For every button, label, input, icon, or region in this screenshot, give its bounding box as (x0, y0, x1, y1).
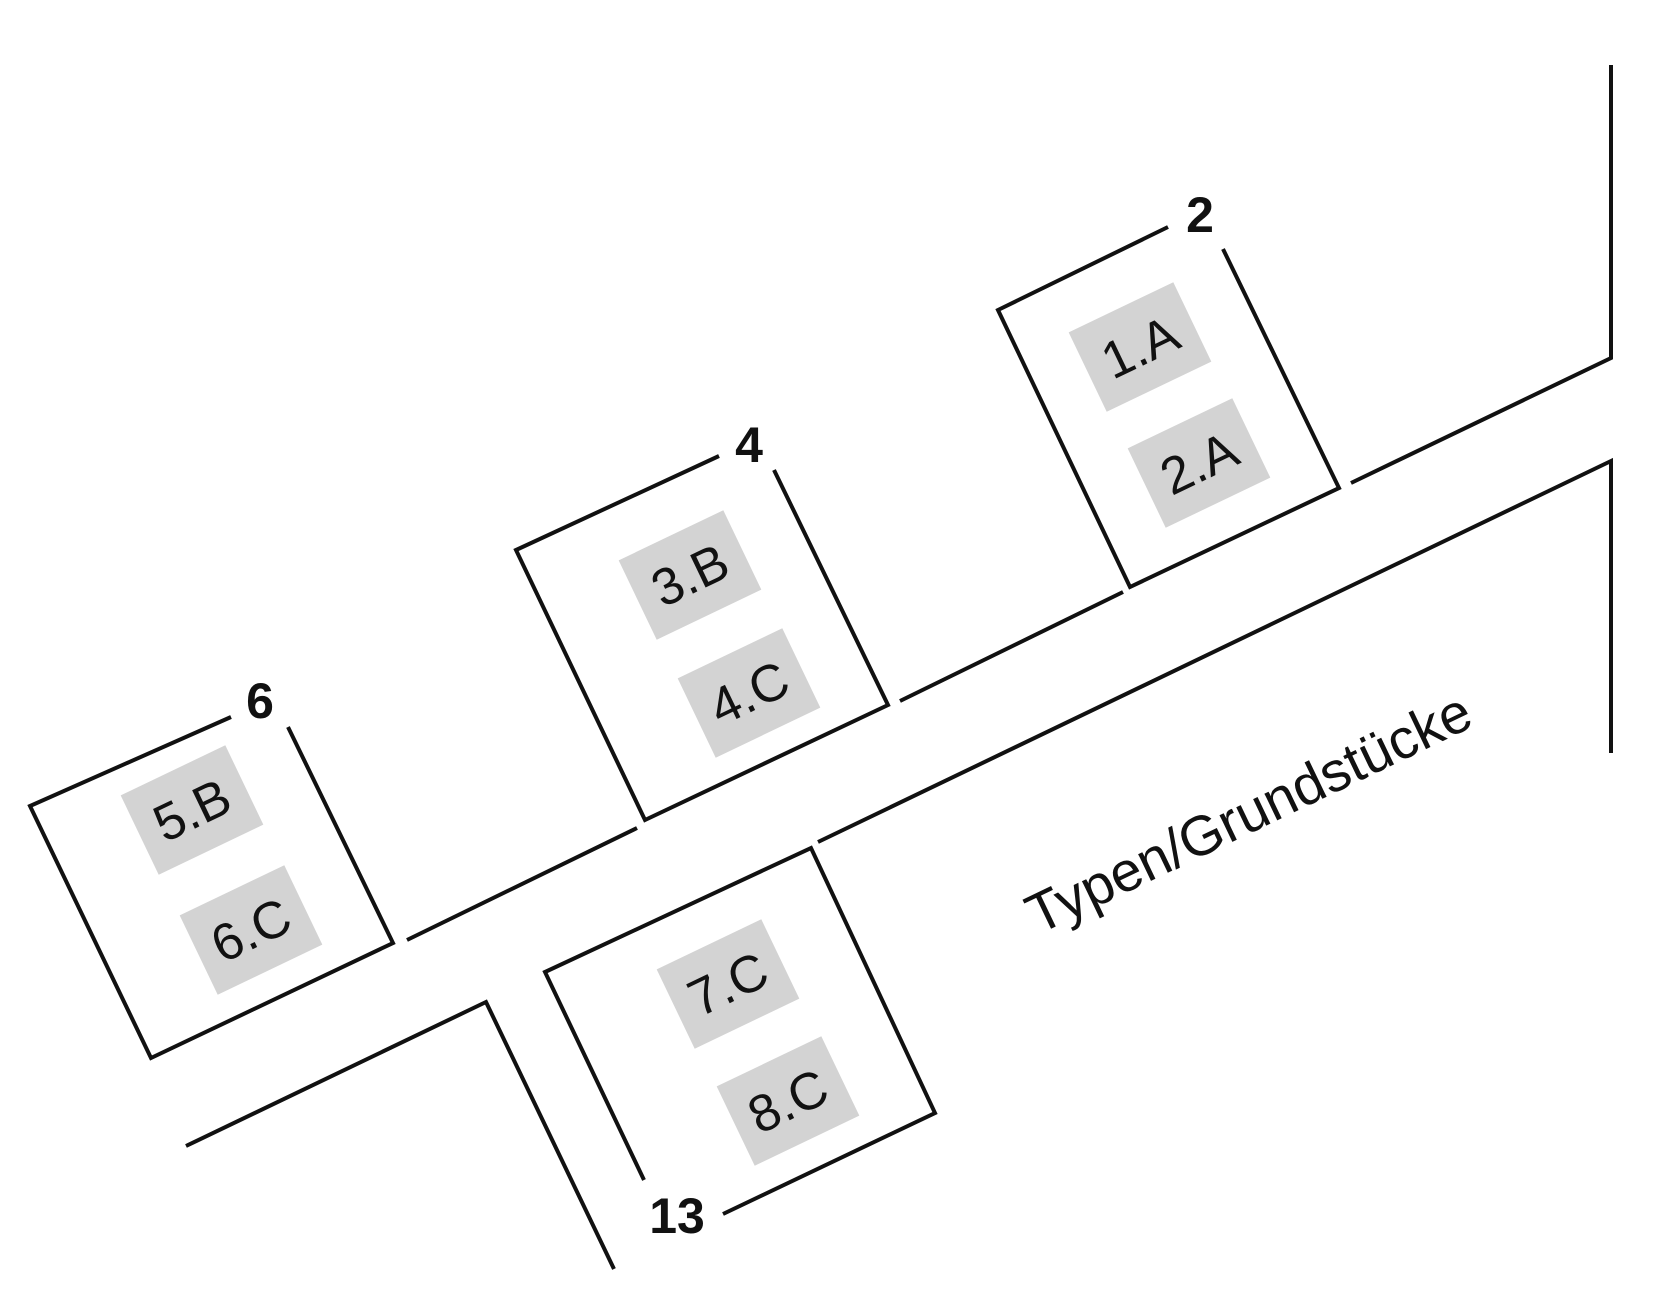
road-edge-north-segment (406, 826, 638, 942)
plot-number: 2 (1186, 187, 1214, 243)
unit-label-bg (716, 1036, 860, 1166)
unit-label-bg (120, 745, 264, 875)
plot-4: 4 3.B 4.C (513, 417, 891, 823)
road-edge-north-segment (899, 590, 1124, 703)
plot-outline (513, 454, 891, 823)
plot-13: 13 7.C 8.C (542, 845, 938, 1244)
unit-label-bg (179, 865, 323, 995)
plot-outline (542, 845, 938, 1216)
plot-number: 13 (649, 1188, 705, 1244)
unit-label-bg (1068, 282, 1212, 412)
road-edges (185, 65, 1613, 1270)
unit-label-bg (618, 510, 762, 640)
plot-number: 4 (735, 417, 763, 473)
unit-label-bg (677, 628, 821, 758)
plot-6: 6 5.B 6.C (27, 673, 396, 1061)
unit-label-bg (656, 919, 800, 1049)
plot-2: 2 1.A 2.A (995, 187, 1342, 590)
caption: Typen/Grundstücke (1016, 679, 1481, 946)
plot-outline (27, 715, 396, 1061)
road-edge-north (1350, 65, 1613, 485)
road-edge-southwest (185, 999, 616, 1270)
plot-outline (995, 225, 1342, 590)
unit-label-bg (1127, 398, 1271, 528)
road-edge-south (817, 457, 1613, 844)
plot-number: 6 (246, 673, 274, 729)
